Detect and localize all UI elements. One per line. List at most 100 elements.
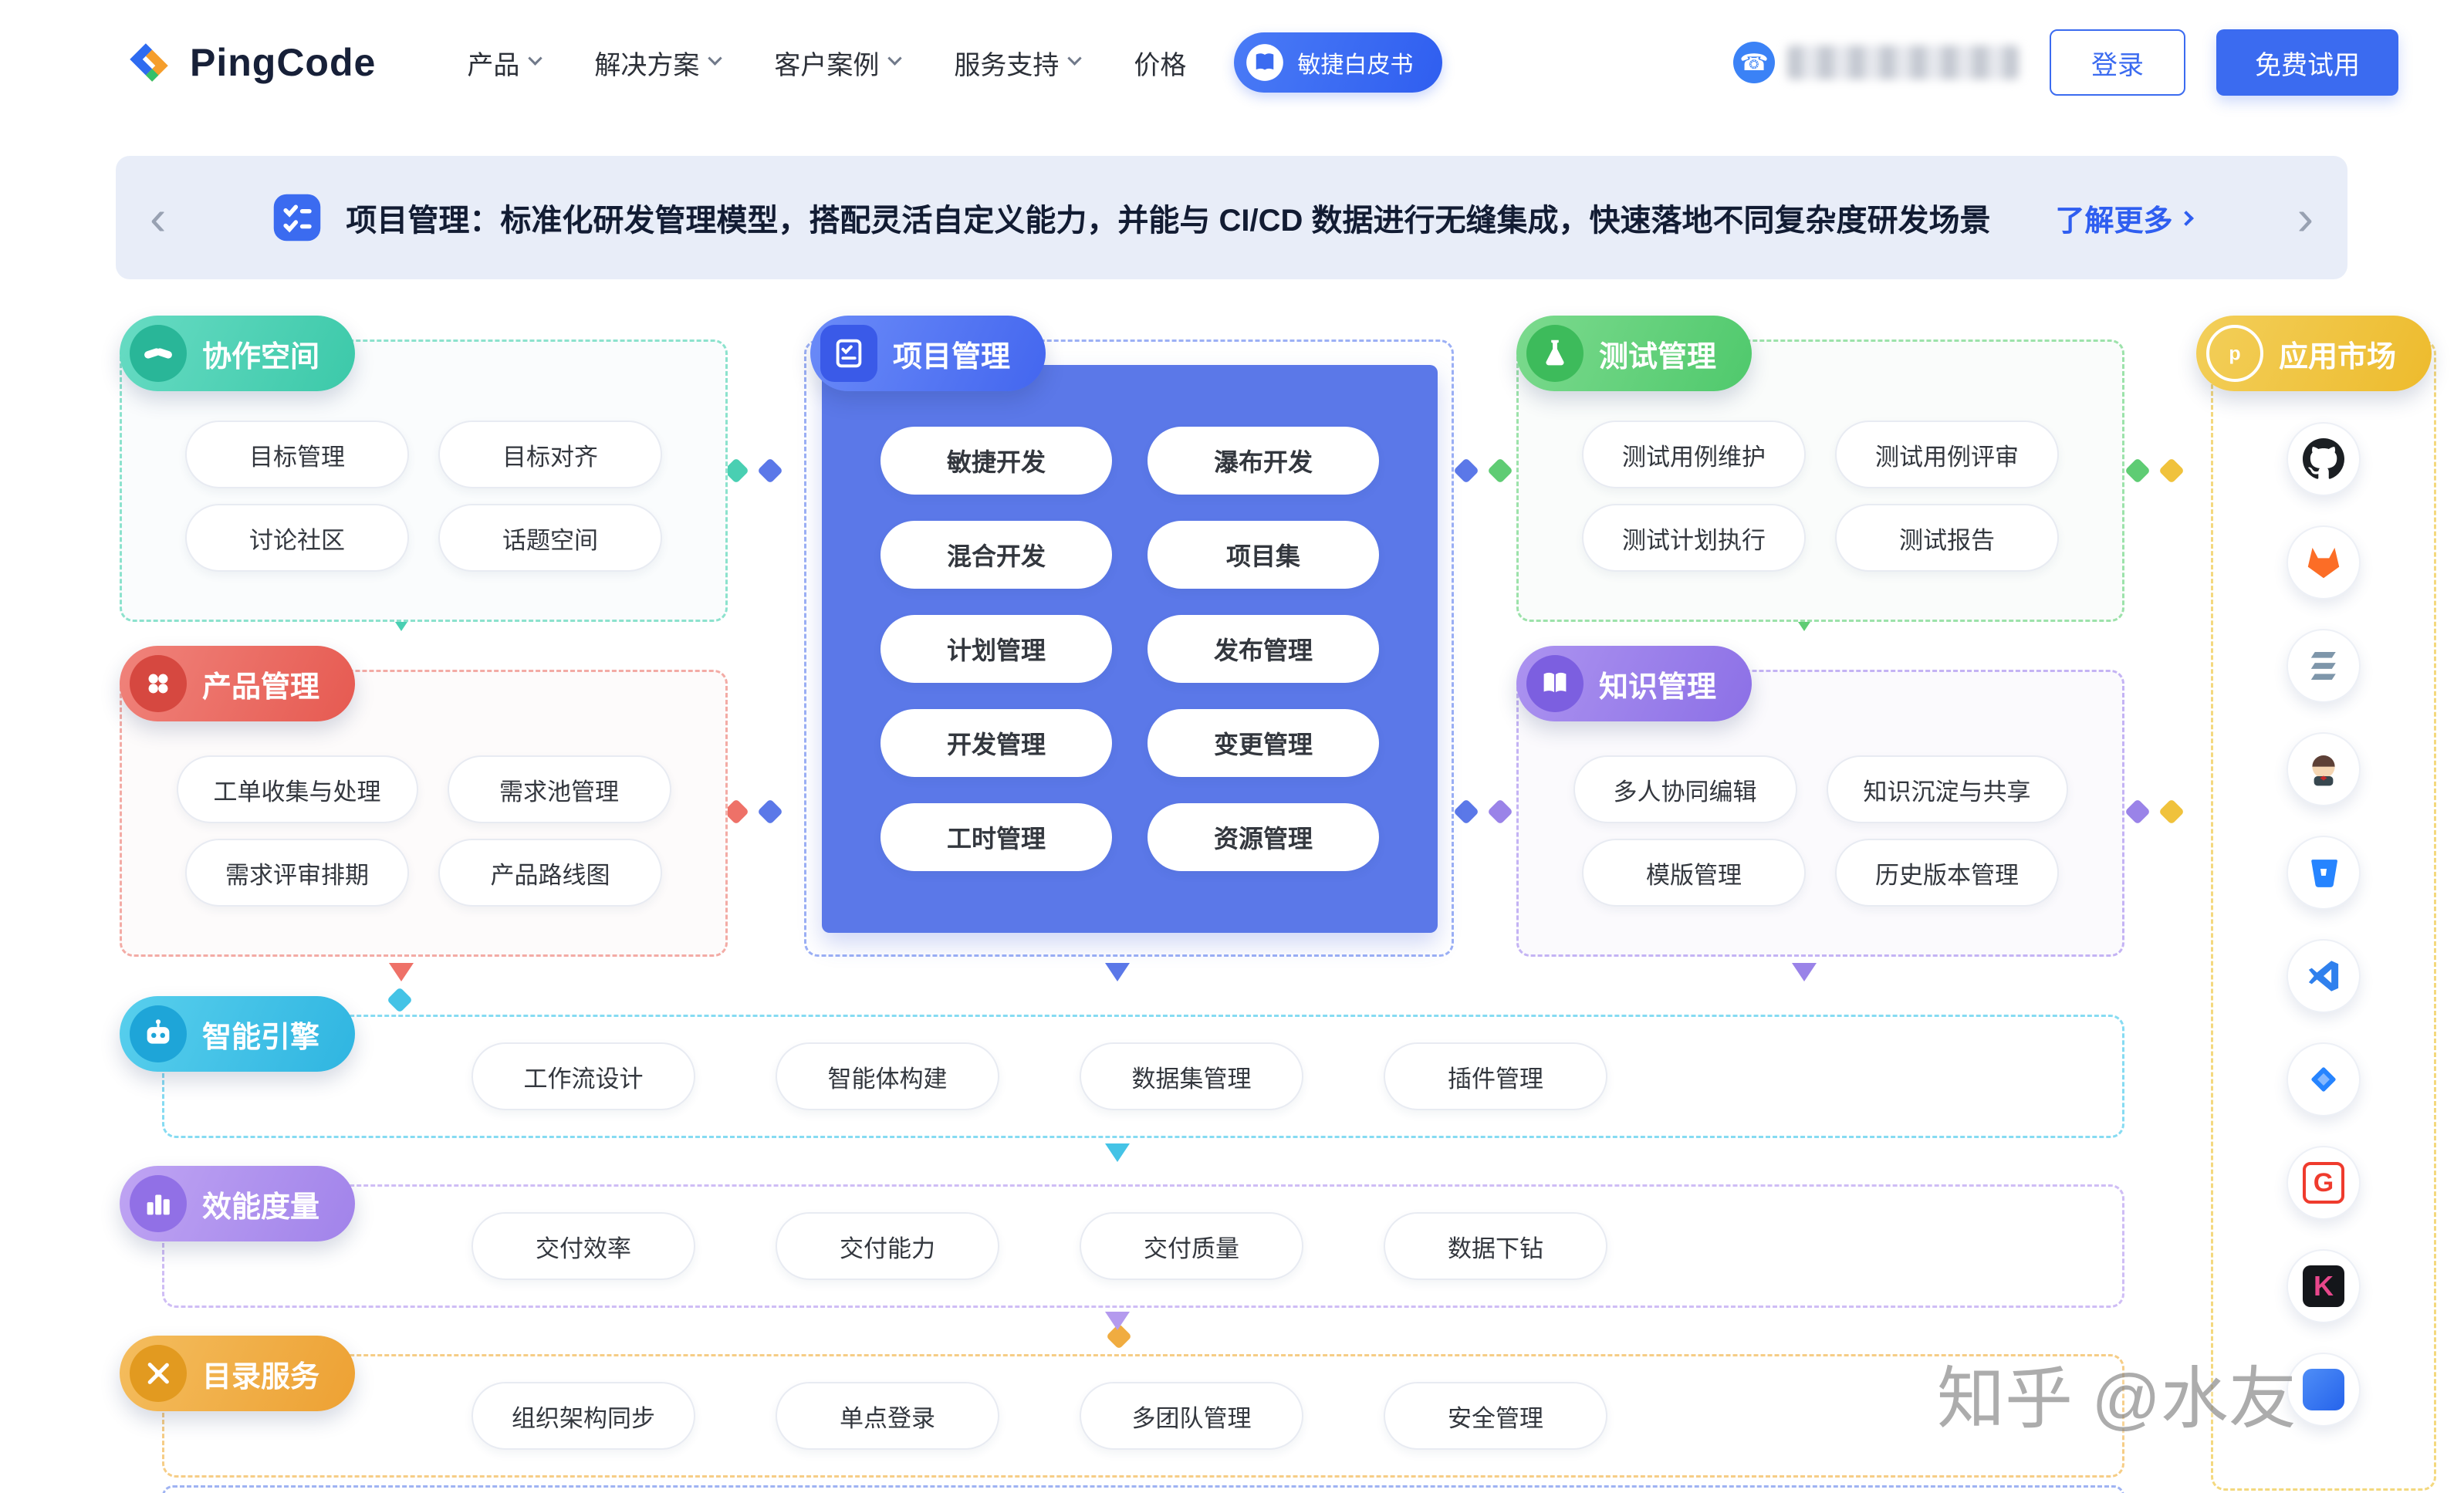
feature-chip: 需求池管理 bbox=[447, 755, 671, 823]
login-button[interactable]: 登录 bbox=[2050, 29, 2185, 96]
ai-engine-row-box: 智能引擎 工作流设计 智能体构建 数据集管理 插件管理 bbox=[120, 996, 2124, 1138]
app-market-header: p 应用市场 bbox=[2196, 316, 2432, 391]
collaboration-group-box: 协作空间 目标管理 目标对齐 讨论社区 话题空间 bbox=[120, 316, 728, 622]
phone-icon: ☎ bbox=[1733, 42, 1775, 83]
feature-chip: 混合开发 bbox=[880, 521, 1112, 589]
feature-chip: 知识沉淀与共享 bbox=[1826, 755, 2068, 823]
feature-chip: 历史版本管理 bbox=[1835, 839, 2059, 907]
feature-chip: 交付效率 bbox=[472, 1212, 695, 1280]
test-group-header: 测试管理 bbox=[1516, 316, 1753, 391]
group-title: 测试管理 bbox=[1599, 340, 1717, 373]
feature-chip: 数据下钻 bbox=[1384, 1212, 1607, 1280]
connector-arrow bbox=[1105, 963, 1130, 981]
bar-chart-icon bbox=[130, 1175, 187, 1232]
stripes-logo-icon bbox=[2287, 629, 2361, 703]
knowledge-group-header: 知识管理 bbox=[1516, 646, 1753, 721]
product-group-header: 产品管理 bbox=[120, 646, 356, 721]
chevron-down-icon bbox=[887, 50, 903, 66]
feature-chip: 工单收集与处理 bbox=[176, 755, 418, 823]
nav-label: 产品 bbox=[467, 50, 520, 80]
group-title: 协作空间 bbox=[202, 340, 320, 373]
whitepaper-badge[interactable]: 敏捷白皮书 bbox=[1234, 32, 1443, 93]
pingcode-logo[interactable]: PingCode bbox=[123, 37, 376, 88]
group-title: 应用市场 bbox=[2279, 340, 2397, 373]
directory-features: 组织架构同步 单点登录 多团队管理 安全管理 bbox=[472, 1356, 1607, 1475]
bitbucket-icon bbox=[2287, 836, 2361, 910]
connector-arrow bbox=[1105, 1312, 1130, 1330]
group-title: 知识管理 bbox=[1599, 670, 1717, 704]
carousel-prev-button[interactable]: ‹ bbox=[150, 190, 167, 245]
four-dots-icon bbox=[130, 655, 187, 712]
robot-icon bbox=[130, 1005, 187, 1062]
integration-list: G K bbox=[2213, 422, 2434, 1427]
project-group-header: 项目管理 bbox=[810, 316, 1046, 391]
feature-chip: 安全管理 bbox=[1384, 1382, 1607, 1450]
nav-support[interactable]: 服务支持 bbox=[954, 44, 1083, 82]
feature-chip: 交付能力 bbox=[776, 1212, 999, 1280]
blue-logo-icon bbox=[2287, 1353, 2361, 1427]
nav-label: 客户案例 bbox=[774, 50, 880, 80]
main-nav: 产品 解决方案 客户案例 服务支持 价格 bbox=[467, 44, 1186, 82]
chevron-right-icon bbox=[2178, 211, 2194, 226]
feature-chip: 目标对齐 bbox=[438, 421, 662, 488]
connector-diamond bbox=[2158, 799, 2185, 825]
phone-number-blurred bbox=[1787, 46, 2019, 79]
promo-banner: ‹ 项目管理：标准化研发管理模型，搭配灵活自定义能力，并能与 CI/CD 数据进… bbox=[116, 156, 2347, 279]
book-icon bbox=[1526, 655, 1584, 712]
nav-label: 解决方案 bbox=[594, 50, 700, 80]
directory-row-box: 目录服务 组织架构同步 单点登录 多团队管理 安全管理 bbox=[120, 1336, 2124, 1478]
banner-title: 项目管理：标准化研发管理模型，搭配灵活自定义能力，并能与 CI/CD 数据进行无… bbox=[346, 204, 1991, 238]
feature-chip: 项目集 bbox=[1148, 521, 1379, 589]
github-icon bbox=[2287, 422, 2361, 496]
nav-pricing[interactable]: 价格 bbox=[1134, 44, 1186, 82]
gitlab-icon bbox=[2287, 525, 2361, 600]
product-group-box: 产品管理 工单收集与处理 需求池管理 需求评审排期 产品路线图 bbox=[120, 646, 728, 957]
book-icon bbox=[1246, 44, 1284, 81]
k-letter: K bbox=[2303, 1265, 2344, 1307]
header-actions: ☎ 登录 免费试用 bbox=[1733, 29, 2398, 96]
connector-diamond bbox=[2124, 458, 2151, 484]
feature-chip: 敏捷开发 bbox=[880, 427, 1112, 495]
connector-diamond bbox=[1487, 799, 1513, 825]
top-navbar: PingCode 产品 解决方案 客户案例 服务支持 价格 bbox=[0, 0, 2464, 125]
connector-diamond bbox=[2158, 458, 2185, 484]
nav-customers[interactable]: 客户案例 bbox=[774, 44, 903, 82]
feature-chip: 测试报告 bbox=[1835, 504, 2059, 572]
nav-label: 服务支持 bbox=[954, 50, 1060, 80]
connector-diamond bbox=[757, 799, 783, 825]
marketplace-icon: p bbox=[2206, 325, 2263, 382]
feature-chip: 组织架构同步 bbox=[472, 1382, 695, 1450]
nav-products[interactable]: 产品 bbox=[467, 44, 543, 82]
test-features: 测试用例维护 测试用例评审 测试计划执行 测试报告 bbox=[1519, 342, 2122, 620]
carousel-next-button[interactable]: › bbox=[2297, 190, 2314, 245]
g-letter: G bbox=[2303, 1162, 2344, 1204]
feature-chip: 工时管理 bbox=[880, 803, 1112, 871]
chevron-down-icon bbox=[708, 50, 723, 66]
ai-engine-features: 工作流设计 智能体构建 数据集管理 插件管理 bbox=[472, 1017, 1607, 1136]
vscode-icon bbox=[2287, 939, 2361, 1013]
phone-contact: ☎ bbox=[1733, 42, 2019, 83]
whitepaper-label: 敏捷白皮书 bbox=[1297, 52, 1414, 78]
brand-name: PingCode bbox=[190, 41, 377, 84]
product-features: 工单收集与处理 需求池管理 需求评审排期 产品路线图 bbox=[122, 672, 725, 954]
connector-arrow bbox=[389, 963, 414, 981]
chevron-down-icon bbox=[528, 50, 543, 66]
connector-diamond bbox=[1453, 799, 1479, 825]
watermark: 知乎 @水友 bbox=[1937, 1360, 2297, 1437]
connector-diamond bbox=[387, 987, 413, 1013]
feature-chip: 目标管理 bbox=[185, 421, 409, 488]
ai-engine-header: 智能引擎 bbox=[120, 996, 356, 1072]
learn-more-link[interactable]: 了解更多 bbox=[2056, 197, 2194, 239]
feature-chip: 瀑布开发 bbox=[1148, 427, 1379, 495]
feature-chip: 测试计划执行 bbox=[1582, 504, 1806, 572]
group-title: 产品管理 bbox=[202, 670, 320, 704]
handshake-icon bbox=[130, 325, 187, 382]
free-trial-button[interactable]: 免费试用 bbox=[2216, 29, 2398, 96]
feature-chip: 智能体构建 bbox=[776, 1042, 999, 1110]
feature-chip: 话题空间 bbox=[438, 504, 662, 572]
collaboration-group-header: 协作空间 bbox=[120, 316, 356, 391]
nav-solutions[interactable]: 解决方案 bbox=[594, 44, 723, 82]
feature-chip: 多人协同编辑 bbox=[1573, 755, 1797, 823]
feature-chip: 变更管理 bbox=[1148, 709, 1379, 777]
